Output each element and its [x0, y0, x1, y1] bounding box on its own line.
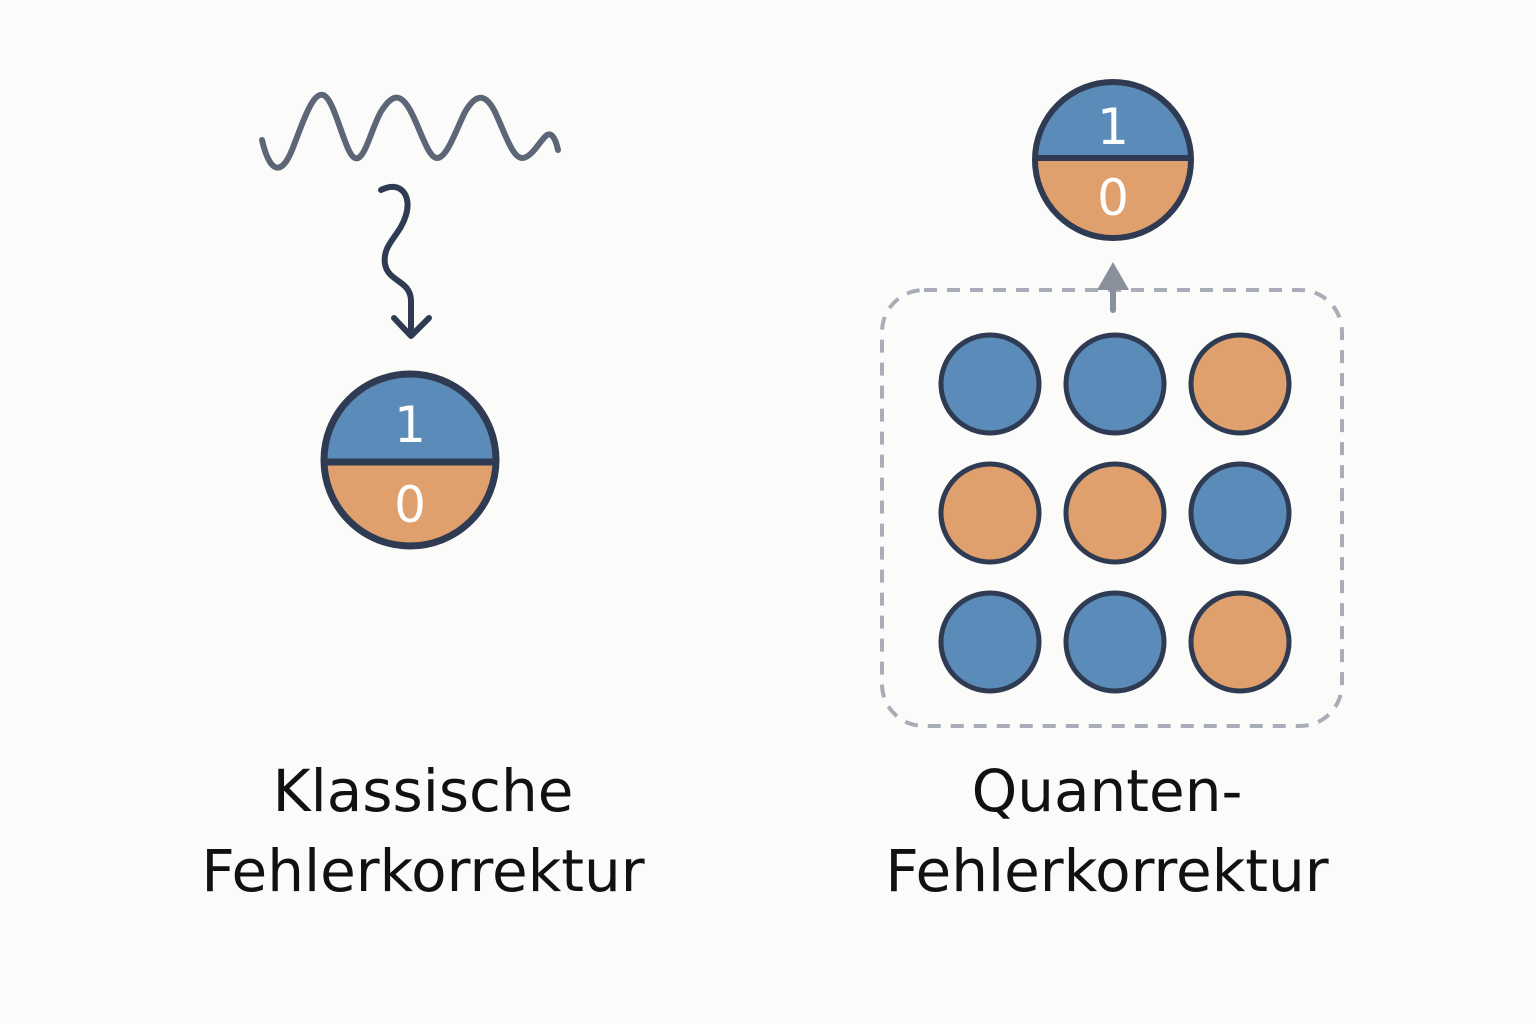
classical-caption: Klassische Fehlerkorrektur: [73, 751, 773, 911]
arrow-up-icon: [1097, 262, 1129, 313]
quantum-caption-line1: Quanten-: [971, 757, 1243, 825]
classical-caption-line1: Klassische: [272, 757, 574, 825]
physical-qubit-orange: [1188, 332, 1292, 436]
quantum-caption: Quanten- Fehlerkorrektur: [757, 751, 1457, 911]
bit-label-zero: 0: [394, 476, 426, 534]
qubit-label-zero: 0: [1097, 169, 1129, 227]
quantum-caption-line2: Fehlerkorrektur: [885, 837, 1329, 905]
classical-bit: 1 0: [320, 370, 500, 550]
squiggle-arrow-down-icon: [378, 183, 432, 339]
physical-qubit-grid: [938, 332, 1292, 694]
physical-qubit-blue: [1063, 590, 1167, 694]
bit-label-one: 1: [394, 396, 426, 454]
qubit-label-one: 1: [1097, 98, 1129, 156]
physical-qubit-blue: [938, 590, 1042, 694]
physical-qubit-orange: [1188, 590, 1292, 694]
physical-qubit-blue: [1063, 332, 1167, 436]
physical-qubit-blue: [1188, 461, 1292, 565]
physical-qubit-orange: [1063, 461, 1167, 565]
sine-wave-icon: [259, 92, 561, 171]
classical-caption-line2: Fehlerkorrektur: [201, 837, 645, 905]
physical-qubit-blue: [938, 332, 1042, 436]
logical-qubit: 1 0: [1032, 79, 1194, 241]
physical-qubit-orange: [938, 461, 1042, 565]
